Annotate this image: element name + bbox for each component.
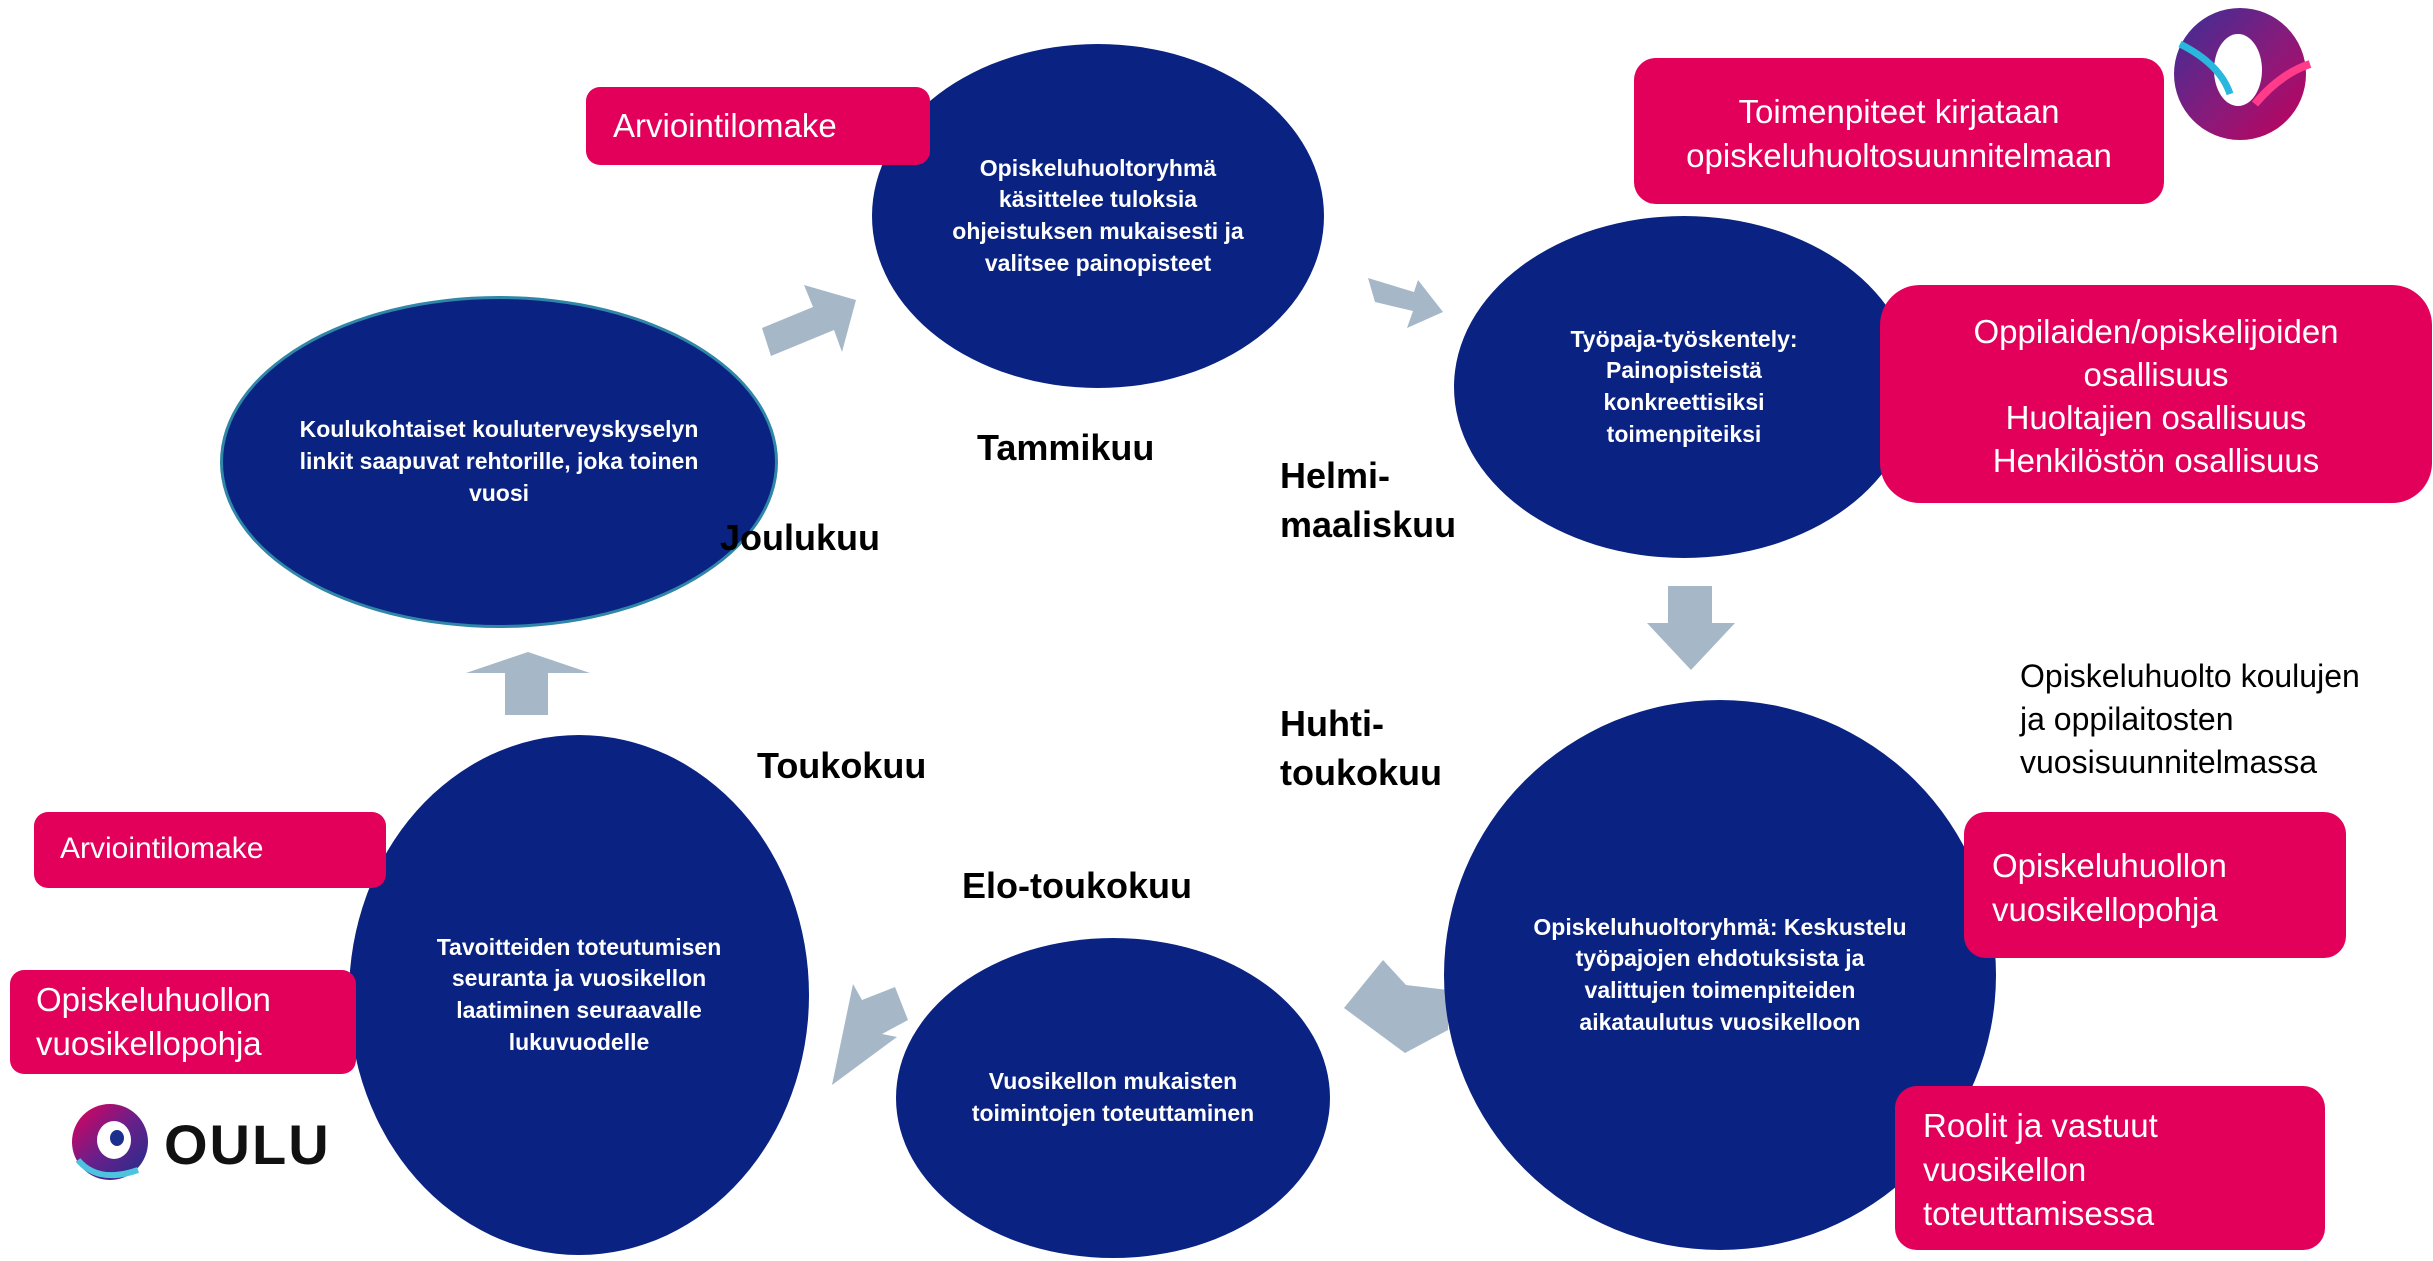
month-helmi-maaliskuu: Helmi- maaliskuu xyxy=(1280,452,1456,549)
arrow-to-discussion xyxy=(1647,586,1735,670)
month-huhti-line1: Huhti- xyxy=(1280,703,1384,744)
node-group-review-text: Opiskeluhuoltoryhmä käsittelee tuloksia … xyxy=(952,154,1244,276)
note-arviointilomake-top: Arviointilomake xyxy=(586,87,930,165)
node-group-discussion-text: Opiskeluhuoltoryhmä: Keskustelu työpajoj… xyxy=(1533,913,1907,1035)
oulu-logo-text: OULU xyxy=(164,1113,331,1176)
note-toimenpiteet-line1: Toimenpiteet kirjataan xyxy=(1738,93,2060,130)
note-roolit-line3: toteuttamisessa xyxy=(1923,1194,2155,1232)
note-osallisuus-line3: Huoltajien osallisuus xyxy=(2005,398,2307,436)
node-implementation-text: Vuosikellon mukaisten toimintojen toteut… xyxy=(971,1068,1255,1126)
node-evaluation-text: Tavoitteiden toteutumisen seuranta ja vu… xyxy=(436,933,722,1055)
note-arviointilomake-left: Arviointilomake xyxy=(34,812,386,888)
node-workshop-text: Työpaja-työskentely: Painopisteistä konk… xyxy=(1570,325,1798,447)
note-vuosikellopohja-left: Opiskeluhuollon vuosikellopohja xyxy=(10,970,356,1074)
note-arviointilomake-left-text: Arviointilomake xyxy=(60,832,264,865)
node-workshop: Työpaja-työskentely: Painopisteistä konk… xyxy=(1454,216,1914,558)
month-huhti-line2: toukokuu xyxy=(1280,751,1442,793)
note-vuosikellopohja-right-line1: Opiskeluhuollon xyxy=(1992,847,2227,884)
month-toukokuu: Toukokuu xyxy=(757,745,927,786)
note-osallisuus: Oppilaiden/opiskelijoiden osallisuus Huo… xyxy=(1880,285,2432,503)
note-vuosikellopohja-right-line2: vuosikellopohja xyxy=(1992,890,2218,928)
note-arviointilomake-top-text: Arviointilomake xyxy=(613,107,837,144)
note-roolit-line1: Roolit ja vastuut xyxy=(1923,1107,2158,1144)
month-joulukuu: Joulukuu xyxy=(720,517,880,558)
node-implementation: Vuosikellon mukaisten toimintojen toteut… xyxy=(896,938,1330,1258)
note-osallisuus-line2: osallisuus xyxy=(2083,355,2229,393)
arrow-to-evaluation xyxy=(832,984,908,1085)
note-toimenpiteet: Toimenpiteet kirjataan opiskeluhuoltosuu… xyxy=(1634,58,2164,204)
node-school-links: Koulukohtaiset kouluterveyskyselyn linki… xyxy=(220,296,778,628)
note-vuosisuunnitelma-line2: ja oppilaitosten xyxy=(2020,701,2234,738)
arrow-to-implementation xyxy=(1344,960,1448,1053)
arrow-to-school-links xyxy=(466,652,590,715)
arrow-to-workshop xyxy=(1368,278,1443,328)
note-vuosikellopohja-right: Opiskeluhuollon vuosikellopohja xyxy=(1964,812,2346,958)
month-helmi-line1: Helmi- xyxy=(1280,455,1391,496)
note-vuosikellopohja-left-line2: vuosikellopohja xyxy=(36,1024,262,1062)
month-huhti-toukokuu: Huhti- toukokuu xyxy=(1280,700,1442,797)
note-osallisuus-line4: Henkilöstön osallisuus xyxy=(1992,441,2320,479)
arrow-to-group-review xyxy=(762,285,856,356)
note-osallisuus-line1: Oppilaiden/opiskelijoiden xyxy=(1973,313,2339,350)
oulu-logo-icon xyxy=(72,1104,148,1180)
oulu-logo: OULU xyxy=(68,1098,338,1188)
node-group-review: Opiskeluhuoltoryhmä käsittelee tuloksia … xyxy=(872,44,1324,388)
month-tammikuu: Tammikuu xyxy=(977,427,1155,468)
note-vuosisuunnitelma: Opiskeluhuolto koulujen ja oppilaitosten… xyxy=(2020,655,2360,785)
node-evaluation: Tavoitteiden toteutumisen seuranta ja vu… xyxy=(349,735,809,1255)
note-roolit-line2: vuosikellon xyxy=(1923,1150,2087,1188)
oulu-emblem-icon xyxy=(2174,8,2312,140)
note-vuosikellopohja-left-line1: Opiskeluhuollon xyxy=(36,981,271,1018)
month-helmi-line2: maaliskuu xyxy=(1280,503,1457,545)
node-school-links-text: Koulukohtaiset kouluterveyskyselyn linki… xyxy=(299,416,699,506)
note-roolit: Roolit ja vastuut vuosikellon toteuttami… xyxy=(1895,1086,2325,1250)
note-vuosisuunnitelma-line1: Opiskeluhuolto koulujen xyxy=(2020,658,2360,694)
note-toimenpiteet-line2: opiskeluhuoltosuunnitelmaan xyxy=(1686,136,2112,174)
month-elo-toukokuu: Elo-toukokuu xyxy=(962,865,1192,906)
note-vuosisuunnitelma-line3: vuosisuunnitelmassa xyxy=(2020,744,2318,781)
